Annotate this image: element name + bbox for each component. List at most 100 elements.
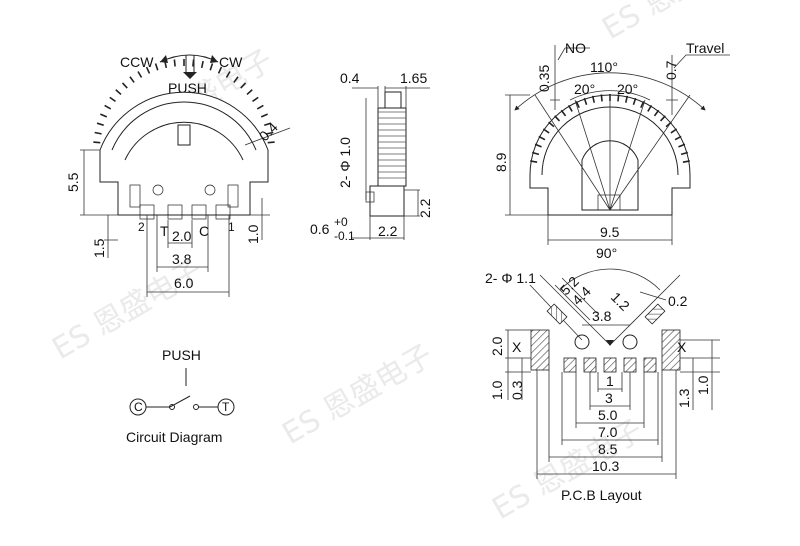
- no-label: NO: [565, 40, 586, 56]
- front-gear-inner: [111, 101, 257, 151]
- gear-tooth: [659, 115, 666, 122]
- gear-tooth: [137, 71, 143, 78]
- no-leader: [557, 47, 590, 61]
- pcb-hole-right: [622, 334, 638, 350]
- pcb-x-right: X: [677, 339, 687, 355]
- gear-tooth: [632, 97, 637, 106]
- side-tol-plus: +0: [334, 215, 348, 229]
- angle-dim-89-line: [505, 94, 548, 216]
- circuit-diagram: PUSH C T Circuit Diagram: [126, 347, 235, 445]
- gear-tooth: [531, 151, 540, 156]
- gear-tooth: [530, 160, 538, 163]
- front-dim-38-line: [156, 215, 209, 272]
- pcb-hole-left: [574, 334, 590, 350]
- gear-tooth: [200, 60, 204, 69]
- side-dim-165: 1.65: [400, 70, 427, 86]
- pcb-center-arrow-icon: [606, 340, 614, 346]
- pcb-left-dims-line: [505, 329, 531, 400]
- gear-tooth: [678, 143, 686, 148]
- gear-tooth: [104, 104, 112, 110]
- pcb-dim-103: 10.3: [592, 458, 619, 474]
- gear-tooth: [548, 121, 555, 128]
- pcb-pad-3: [623, 357, 637, 373]
- front-pin-2: [129, 184, 141, 208]
- front-pin-2-label: 2: [138, 220, 145, 234]
- angle-view: 110° 20° 20° 0.35 NO 0.7 Travel 8.9 9.5: [493, 40, 730, 245]
- gear-tooth: [264, 122, 272, 127]
- gear-tooth: [256, 104, 264, 110]
- gear-tooth: [192, 59, 195, 67]
- side-dim-22b: 2.2: [378, 223, 398, 239]
- angle-110-label: 110°: [590, 59, 618, 75]
- side-dim-06: 0.6: [310, 221, 330, 237]
- gear-tooth: [266, 131, 274, 135]
- gear-tooth: [100, 113, 108, 118]
- gear-tooth: [115, 89, 122, 96]
- circuit-terminal-t: [217, 398, 235, 416]
- front-dim-15-line: [104, 215, 118, 258]
- front-hole-right: [204, 184, 216, 196]
- gear-tooth: [680, 151, 689, 156]
- gear-tooth: [109, 96, 116, 103]
- angle-dim-035-line: [550, 45, 560, 110]
- front-pin-1-label: 1: [228, 220, 235, 234]
- gear-tooth: [554, 115, 561, 122]
- gear-tooth: [653, 109, 660, 117]
- front-dim-10-line: [250, 198, 270, 240]
- angle-20b-label: 20°: [617, 81, 638, 97]
- ccw-arrow-icon: [160, 55, 168, 63]
- side-top-dims-line: [352, 86, 430, 108]
- pcb-hole-label: 2- Φ 1.1: [485, 270, 536, 286]
- side-bottom-dims-line: [352, 216, 405, 240]
- circuit-wires: [146, 395, 218, 408]
- watermark-4: ES 恩盛电子: [487, 413, 650, 527]
- gear-tooth: [624, 95, 629, 103]
- pcb-dim-50: 5.0: [598, 407, 618, 423]
- angle-lever: [581, 140, 639, 211]
- pcb-pad-4: [563, 357, 577, 373]
- circuit-node-t: [193, 404, 199, 410]
- gear-tooth: [542, 128, 550, 134]
- gear-tooth: [233, 76, 239, 83]
- front-hole-left: [152, 184, 164, 196]
- front-dim-20: 2.0: [172, 228, 192, 244]
- angle-rays: [534, 94, 691, 211]
- pcb-tab-right: [644, 303, 666, 325]
- gear-tooth: [246, 89, 253, 96]
- front-dim-60: 6.0: [174, 275, 194, 291]
- side-body: [377, 107, 407, 187]
- side-dim-phi: 2- Φ 1.0: [337, 137, 353, 188]
- pcb-caption: P.C.B Layout: [561, 487, 642, 503]
- front-pin-c-label: C: [199, 223, 209, 239]
- angle-dim-95: 9.5: [600, 224, 620, 240]
- gear-tooth: [217, 66, 223, 74]
- side-dim-04: 0.4: [340, 70, 360, 86]
- pcb-rays: [539, 274, 681, 346]
- pcb-dim-3-line: [589, 372, 631, 410]
- pcb-dim-20: 2.0: [489, 336, 505, 356]
- pcb-pad-2: [603, 357, 617, 373]
- pcb-pad-left: [530, 329, 550, 371]
- gear-tooth: [164, 60, 168, 69]
- front-pin-1: [227, 184, 239, 208]
- ccw-label: CCW: [120, 54, 154, 70]
- gear-tooth: [94, 131, 102, 135]
- front-body: [99, 91, 269, 216]
- pcb-dim-12: 1.2: [608, 289, 633, 314]
- side-gear-teeth: [378, 111, 406, 179]
- pcb-tab-left: [546, 303, 568, 325]
- side-dim-22a: 2.2: [417, 198, 433, 218]
- side-view: 0.4 1.65 2- Φ 1.0 2.2 0.6 +0 -0.1 2.2: [310, 70, 433, 243]
- gear-tooth: [682, 160, 690, 163]
- gear-tooth: [670, 128, 678, 134]
- pcb-pad-right: [661, 329, 681, 371]
- gear-tooth: [93, 141, 101, 144]
- gear-tooth: [538, 135, 546, 141]
- watermark-1: ES 恩盛电子: [597, 0, 760, 47]
- gear-tooth: [121, 82, 128, 89]
- pcb-dim-02: 0.2: [668, 293, 688, 309]
- circuit-caption: Circuit Diagram: [126, 429, 222, 445]
- angle-dim-07: 0.7: [663, 60, 679, 80]
- gear-tooth: [260, 113, 268, 118]
- pcb-dim-50-line: [575, 372, 645, 428]
